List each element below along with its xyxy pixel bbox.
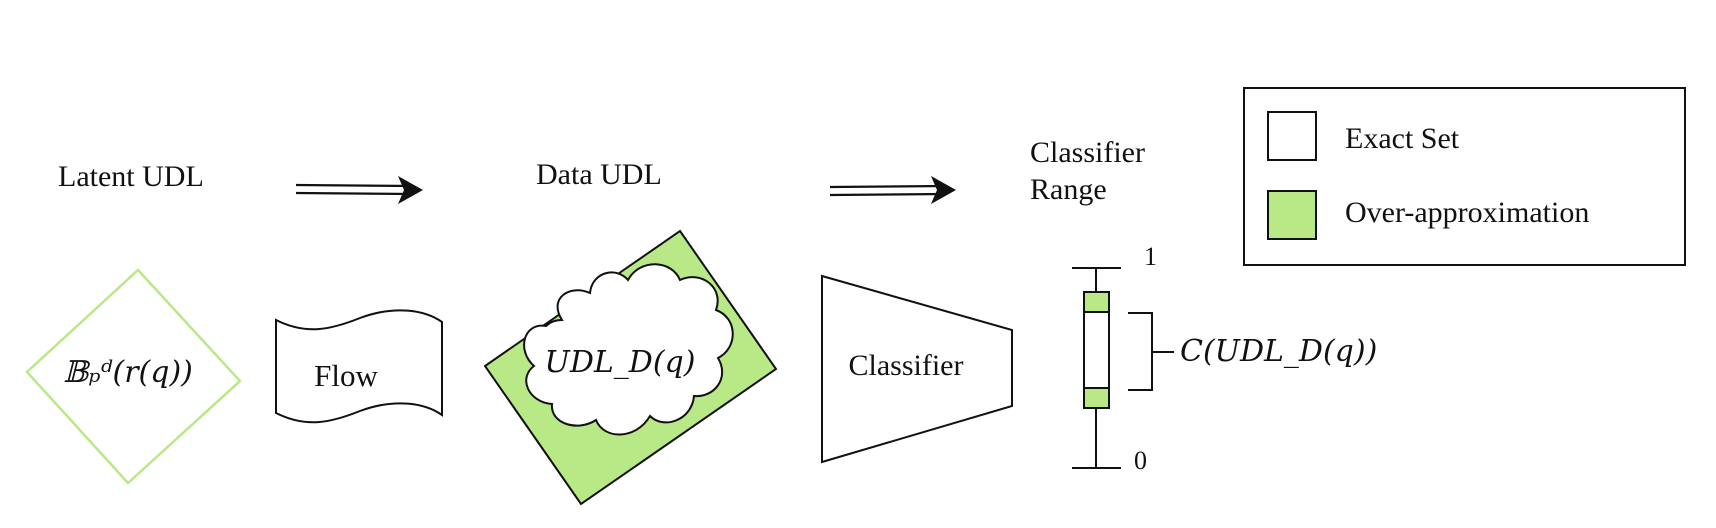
legend-over-swatch: [1267, 190, 1317, 240]
exact-set-cloud: [523, 263, 734, 436]
latent-udl-title: Latent UDL: [58, 160, 204, 193]
data-udl-shape: UDL_D(q): [483, 229, 778, 506]
range-brace: [1128, 312, 1174, 391]
tick-top-label: 1: [1144, 242, 1157, 271]
classifier-range-bar: 1 0 C(UDL_D(q)): [1072, 242, 1377, 475]
classifier-range-title-line2: Range: [1030, 173, 1107, 206]
legend-exact-swatch: [1267, 111, 1317, 161]
legend-exact-label: Exact Set: [1345, 122, 1460, 155]
data-udl-title: Data UDL: [536, 158, 662, 191]
classifier-shape: Classifier: [821, 274, 1013, 464]
data-udl-label: UDL_D(q): [545, 345, 696, 380]
flow-shape: Flow: [275, 309, 443, 424]
exact-interval: [1083, 311, 1110, 389]
legend: Exact Set Over-approximation: [1243, 87, 1686, 266]
tick-bottom-label: 0: [1134, 446, 1147, 475]
flow-label: Flow: [314, 358, 378, 393]
range-brace-label: C(UDL_D(q)): [1180, 334, 1377, 369]
double-arrow-right-1: [295, 176, 423, 204]
latent-ball-label: 𝔹ₚᵈ(r(q)): [63, 355, 193, 390]
classifier-label: Classifier: [849, 349, 964, 382]
legend-over-label: Over-approximation: [1345, 196, 1589, 229]
classifier-range-title-line1: Classifier: [1030, 136, 1145, 169]
latent-ball-shape: 𝔹ₚᵈ(r(q)): [25, 268, 242, 485]
double-arrow-right-2: [829, 176, 956, 204]
